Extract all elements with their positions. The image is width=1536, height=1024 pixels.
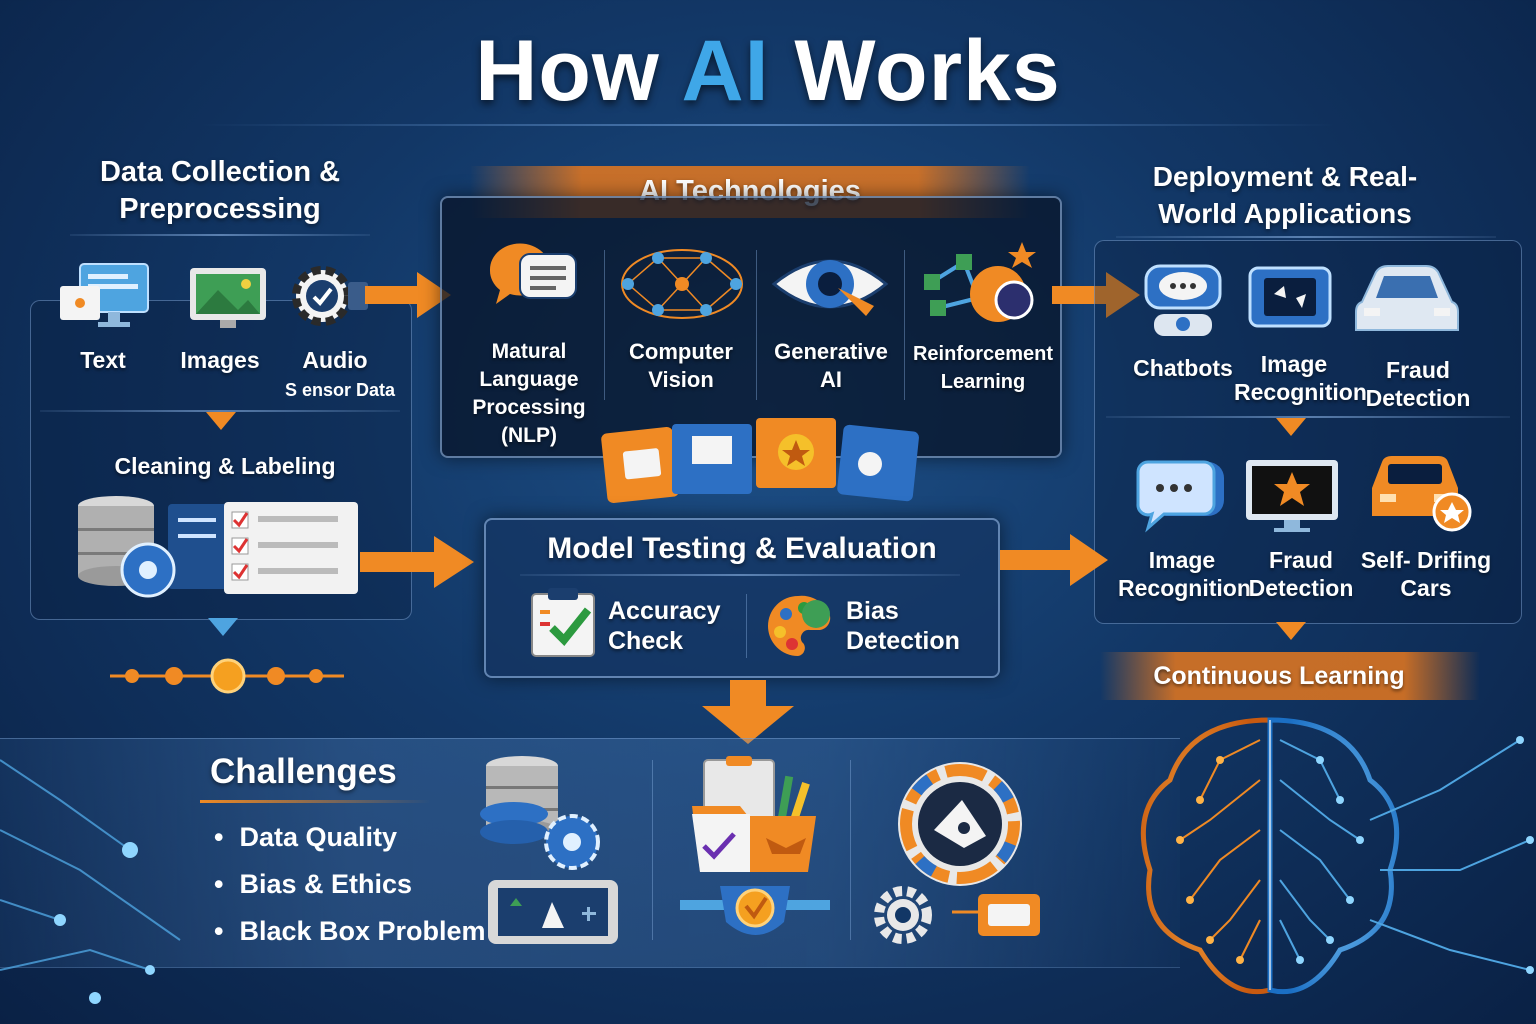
chat-bubbles-icon — [484, 240, 580, 325]
challenges-underline — [200, 800, 430, 803]
deployment-down-arrow-2-icon — [1276, 622, 1306, 647]
bias-detection-label: Bias Detection — [846, 597, 960, 655]
ai-tech-divider-3 — [904, 250, 905, 400]
alert-monitor-icon — [1244, 458, 1340, 539]
deployment-row2-label-2: Fraud Detection — [1248, 547, 1354, 601]
ai-tech-label-genai: Generative AI — [774, 339, 888, 392]
shield-badge-icon — [680, 878, 830, 955]
deployment-down-arrow-icon — [1276, 418, 1306, 443]
deployment-row1-label-2: Image Recognition — [1234, 351, 1367, 405]
ai-tech-label-cv: Computer Vision — [629, 339, 733, 392]
target-dial-icon — [894, 758, 1026, 895]
deployment-title: Deployment & Real- World Applications — [1152, 161, 1418, 229]
chatbot-icon — [1140, 262, 1226, 343]
cleaning-divider — [40, 410, 400, 412]
ai-tech-panel — [440, 196, 1062, 458]
challenge-item-2: Bias & Ethics — [214, 861, 412, 908]
image-monitor-icon — [188, 266, 268, 337]
neural-network-icon — [618, 246, 746, 327]
title-divider — [200, 124, 1336, 126]
tablet-chart-icon — [486, 878, 620, 953]
deployment-row-divider — [1106, 416, 1510, 418]
database-gear-icon — [478, 754, 618, 870]
brain-circuit-icon — [1120, 700, 1536, 1024]
eye-icon — [770, 246, 890, 327]
deployment-divider — [1116, 236, 1496, 238]
data-collection-title: Data Collection & Preprocessing — [99, 156, 341, 225]
ai-tech-divider-1 — [604, 250, 605, 400]
app-tiles-icon — [600, 414, 920, 509]
clipboard-check-icon — [528, 588, 600, 663]
arrow-to-model-testing — [360, 532, 480, 597]
deployment-row1-label-1: Chatbots — [1133, 355, 1233, 381]
car-icon — [1352, 262, 1462, 341]
challenge-item-1: Data Quality — [214, 814, 397, 861]
monitor-text-icon — [58, 262, 150, 337]
down-arrow-icon — [206, 412, 236, 437]
model-testing-divider-v — [746, 594, 747, 658]
challenges-divider-2 — [850, 760, 851, 940]
source-label-text: Text — [80, 347, 126, 373]
source-label-audio: Audio — [302, 347, 368, 373]
ai-tech-label-nlp: Matural Language Processing (NLP) — [472, 340, 586, 447]
model-testing-title: Model Testing & Evaluation — [547, 532, 937, 565]
deployment-row2-label-1: Image Recognition — [1118, 547, 1251, 601]
continuous-learning-label: Continuous Learning — [1153, 662, 1405, 690]
model-testing-divider — [520, 574, 960, 576]
arrow-to-ai-tech — [365, 270, 455, 325]
robot-network-icon — [918, 238, 1042, 329]
orange-car-icon — [1366, 454, 1476, 539]
deployment-row2-label-3: Self- Drifing Cars — [1360, 547, 1492, 601]
data-collection-divider — [70, 234, 370, 236]
progress-dots-icon — [110, 658, 344, 703]
gear-icon — [872, 884, 934, 951]
arrow-to-challenges — [700, 680, 796, 751]
title-accent: AI — [681, 23, 770, 119]
deployment-row1-label-3: Fraud Detection — [1365, 357, 1471, 411]
source-label-images: Images — [180, 347, 260, 373]
folder-tools-icon — [690, 756, 820, 881]
cleaning-labeling-title: Cleaning & Labeling — [114, 453, 336, 479]
title-part1: How — [475, 23, 682, 119]
challenges-divider-1 — [652, 760, 653, 940]
audio-gear-icon — [290, 264, 370, 333]
ai-tech-divider-2 — [756, 250, 757, 400]
circuit-lines-decoration — [0, 740, 200, 1024]
challenges-title: Challenges — [210, 752, 397, 791]
tablet-icon — [1244, 264, 1336, 335]
title-part2: Works — [769, 23, 1061, 119]
ai-tech-label-rl: Reinforcement Learning — [912, 343, 1054, 393]
speech-bubble-icon — [1134, 452, 1228, 541]
challenge-item-3: Black Box Problem — [214, 908, 485, 955]
palette-icon — [764, 592, 834, 663]
sensor-data-label: S ensor Data — [284, 380, 396, 400]
down-arrow-blue-icon — [208, 618, 238, 643]
arrow-to-deployment — [1052, 270, 1144, 325]
accuracy-check-label: Accuracy Check — [608, 597, 721, 655]
page-title: How AI Works — [0, 22, 1536, 121]
battery-icon — [952, 888, 1046, 947]
arrow-to-deployment-2 — [1000, 532, 1112, 593]
database-checklist-icon — [76, 494, 361, 604]
continuous-learning-bar — [1100, 652, 1480, 700]
